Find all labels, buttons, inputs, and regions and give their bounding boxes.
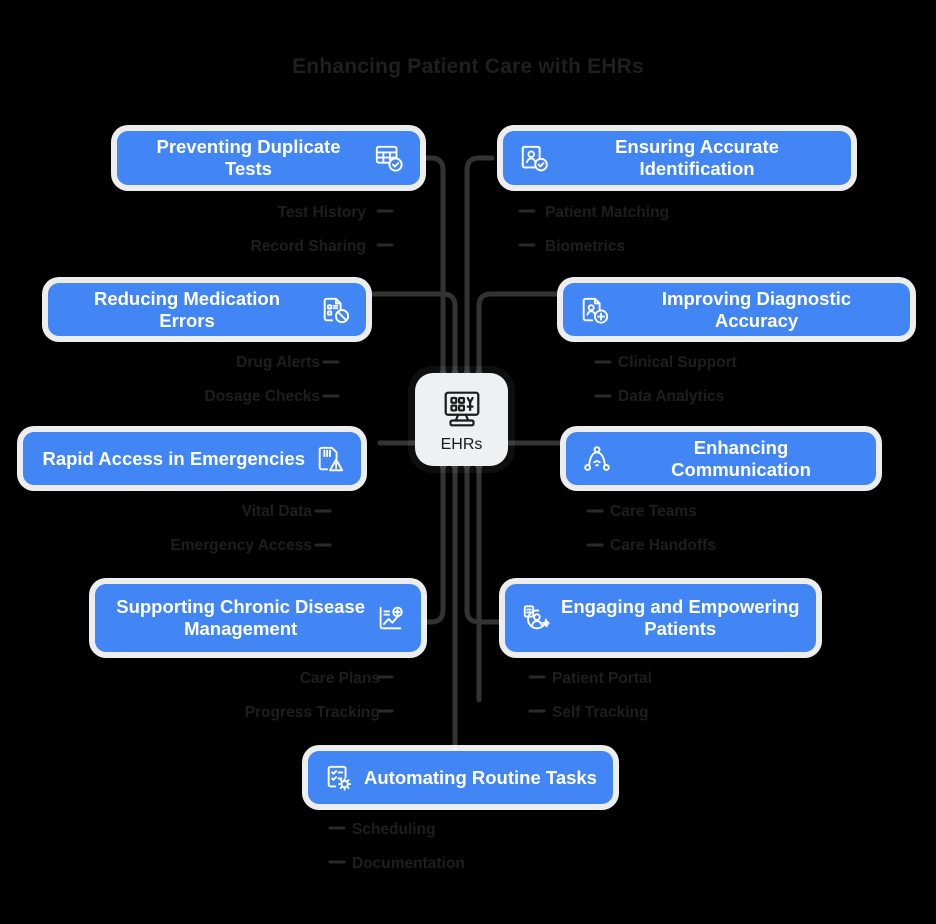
- node-improving-diagnostic-accuracy[interactable]: Improving Diagnostic Accuracy: [563, 283, 910, 336]
- sublabel-care-plans: Care Plans: [299, 670, 380, 687]
- sublabel-biometrics: Biometrics: [545, 238, 626, 255]
- center-node-ehrs[interactable]: EHRs: [415, 373, 508, 466]
- node-reducing-medication-errors[interactable]: Reducing Medication Errors: [48, 283, 366, 336]
- node-automating-routine-tasks[interactable]: Automating Routine Tasks: [308, 751, 613, 804]
- node-label: Automating Routine Tasks: [364, 766, 597, 788]
- sublabel-test-history: Test History: [277, 204, 366, 221]
- patient-id-check-icon: [519, 143, 549, 173]
- node-label: Improving Diagnostic Accuracy: [661, 287, 852, 331]
- sublabel-documentation: Documentation: [352, 855, 465, 872]
- node-preventing-duplicate-tests[interactable]: Preventing Duplicate Tests: [117, 131, 420, 185]
- patient-record-plus-icon: [579, 295, 609, 325]
- sublabel-care-handoffs: Care Handoffs: [610, 537, 716, 554]
- node-enhancing-communication[interactable]: Enhancing Communication: [566, 432, 876, 485]
- center-node-label: EHRs: [440, 435, 483, 453]
- sublabel-record-sharing: Record Sharing: [250, 238, 366, 255]
- node-engaging-and-empowering-patients[interactable]: Engaging and Empowering Patients: [505, 584, 816, 652]
- chart-plus-icon: [375, 603, 405, 633]
- task-gear-icon: [324, 763, 354, 793]
- sublabel-care-teams: Care Teams: [610, 503, 697, 520]
- node-ensuring-accurate-identification[interactable]: Ensuring Accurate Identification: [503, 131, 851, 185]
- sublabel-patient-portal: Patient Portal: [552, 670, 652, 687]
- node-label: Rapid Access in Emergencies: [42, 447, 305, 469]
- alert-card-icon: [315, 444, 345, 474]
- sublabel-vital-data: Vital Data: [241, 503, 312, 520]
- sublabel-scheduling: Scheduling: [352, 821, 436, 838]
- monitor-health-icon: [439, 386, 485, 432]
- node-label: Engaging and Empowering Patients: [561, 596, 800, 639]
- sublabel-dosage-checks: Dosage Checks: [204, 388, 320, 405]
- sublabel-data-analytics: Data Analytics: [618, 388, 725, 405]
- patient-engage-icon: [521, 603, 551, 633]
- sublabel-self-tracking: Self Tracking: [552, 704, 649, 721]
- sublabel-progress-tracking: Progress Tracking: [244, 704, 380, 721]
- node-label: Preventing Duplicate Tests: [156, 136, 341, 179]
- sublabel-patient-matching: Patient Matching: [545, 204, 670, 221]
- node-label: Enhancing Communication: [671, 436, 811, 480]
- page-title: Enhancing Patient Care with EHRs: [292, 55, 644, 78]
- table-check-icon: [374, 143, 404, 173]
- node-label: Supporting Chronic Disease Management: [116, 596, 365, 639]
- node-label: Reducing Medication Errors: [93, 287, 281, 331]
- network-signal-icon: [582, 444, 612, 474]
- sublabel-drug-alerts: Drug Alerts: [236, 354, 320, 371]
- node-rapid-access-in-emergencies[interactable]: Rapid Access in Emergencies: [23, 432, 361, 485]
- sublabel-emergency-access: Emergency Access: [170, 537, 312, 554]
- node-supporting-chronic-disease-management[interactable]: Supporting Chronic Disease Management: [95, 584, 421, 652]
- sublabel-clinical-support: Clinical Support: [618, 354, 737, 371]
- prescription-block-icon: [320, 295, 350, 325]
- node-label: Ensuring Accurate Identification: [615, 136, 779, 179]
